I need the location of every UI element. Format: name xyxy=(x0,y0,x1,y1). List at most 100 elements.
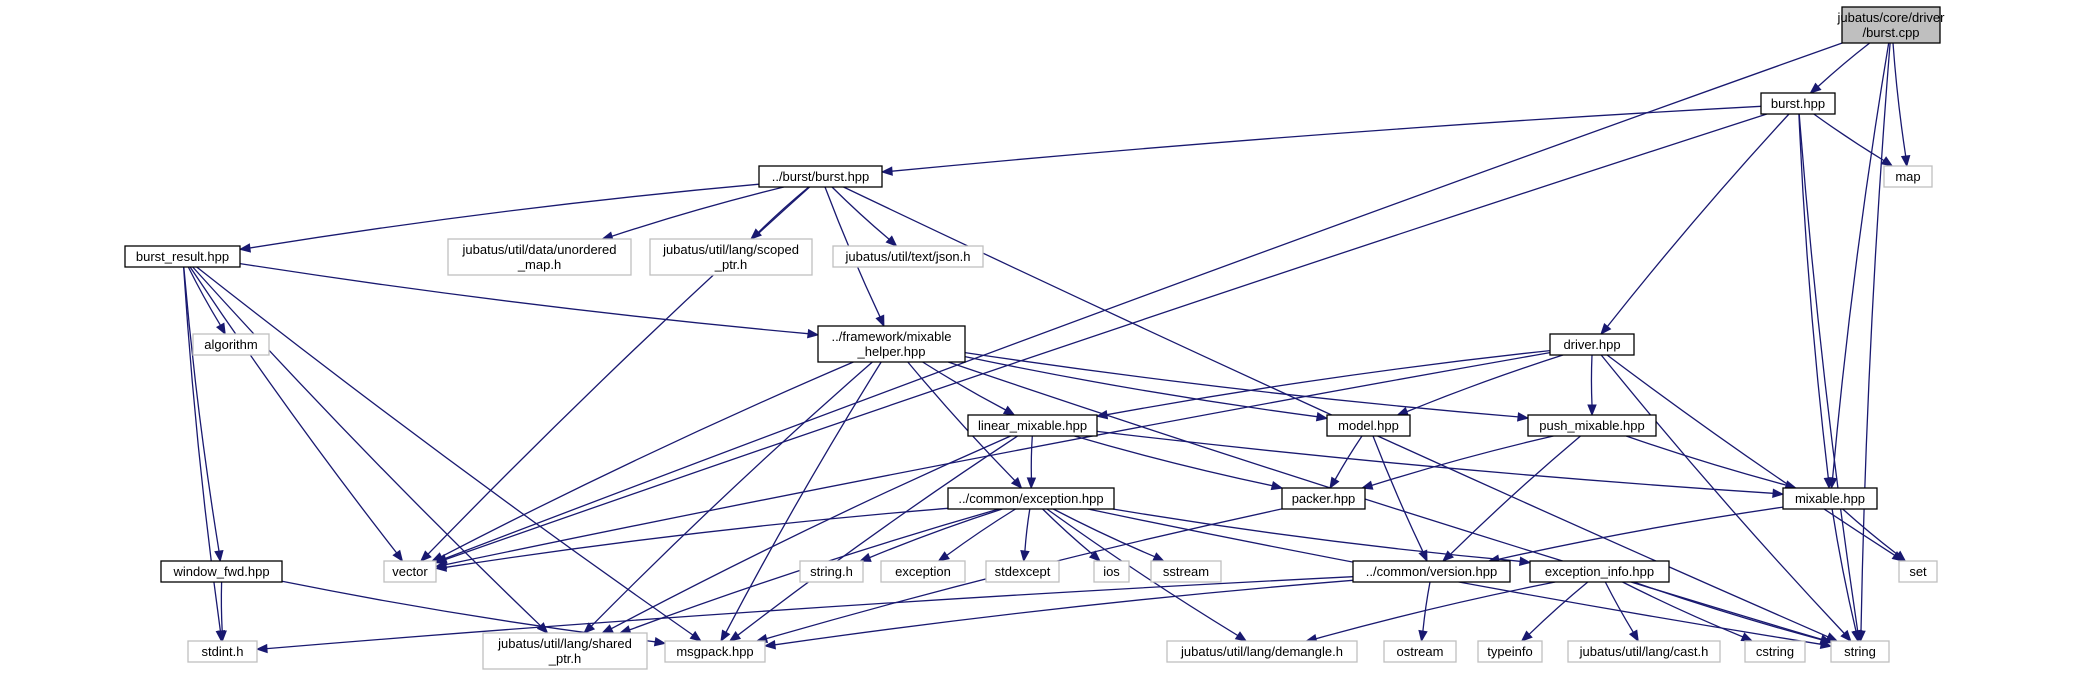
edge-line xyxy=(907,361,1016,482)
node-window-fwd-hpp[interactable]: window_fwd.hpp xyxy=(160,560,283,583)
node-burst-result-hpp[interactable]: burst_result.hpp xyxy=(124,245,241,268)
node-box xyxy=(192,333,270,356)
edge-burst_result_hpp-to-msgpack_hpp xyxy=(196,266,702,642)
edge-driver_hpp-to-linear_mixable_hpp xyxy=(1095,349,1551,420)
edge-exception_info_hpp-to-typeinfo xyxy=(1520,581,1589,642)
edge-arrowhead xyxy=(720,629,731,643)
edge-line xyxy=(220,581,223,632)
edge-arrowhead xyxy=(689,630,702,642)
node-ostream: ostream xyxy=(1383,640,1457,663)
node-label: sstream xyxy=(1163,564,1209,579)
edge-arrowhead xyxy=(1809,82,1822,94)
node-linear-mixable-hpp[interactable]: linear_mixable.hpp xyxy=(967,414,1098,437)
node-label: algorithm xyxy=(204,337,257,352)
edge-arrowhead xyxy=(875,314,885,328)
edge-line xyxy=(427,186,811,555)
edge-burst_hpp-to-burst_burst_hpp xyxy=(880,105,1762,176)
edge-arrowhead xyxy=(858,552,872,562)
edge-burst_result_hpp-to-mixable_helper_hpp xyxy=(239,262,820,339)
node-label: ostream xyxy=(1397,644,1444,659)
node-box xyxy=(1093,560,1130,583)
node-scoped-ptr-h: jubatus/util/lang/scoped_ptr.h xyxy=(649,238,813,276)
edge-arrowhead xyxy=(1628,629,1639,643)
edge-arrowhead xyxy=(1587,404,1597,417)
node-mixable-helper-hpp[interactable]: ../framework/mixable_helper.hpp xyxy=(817,325,966,363)
node-box xyxy=(985,560,1060,583)
edge-line xyxy=(922,361,1007,411)
edge-line xyxy=(445,351,1551,566)
edge-linear_mixable_hpp-to-msgpack_hpp xyxy=(728,435,1019,642)
edge-arrowhead xyxy=(1520,630,1533,642)
edge-layer xyxy=(182,42,1911,654)
node-exception-info-hpp[interactable]: exception_info.hpp xyxy=(1529,560,1670,583)
node-box xyxy=(1549,333,1635,356)
edge-line xyxy=(1600,354,1845,634)
edge-line xyxy=(1498,506,1784,560)
edge-line xyxy=(1112,508,1521,562)
edge-line xyxy=(610,435,1011,630)
node-burst-burst-hpp[interactable]: ../burst/burst.hpp xyxy=(758,165,883,188)
edge-line xyxy=(946,508,1016,556)
node-label: ../burst/burst.hpp xyxy=(772,169,870,184)
node-box xyxy=(1883,165,1933,188)
edge-line xyxy=(189,266,398,554)
edge-line xyxy=(1831,42,1890,479)
edge-version_hpp-to-ostream xyxy=(1418,581,1431,643)
node-version-hpp[interactable]: ../common/version.hpp xyxy=(1352,560,1511,583)
node-label: jubatus/util/lang/demangle.h xyxy=(1180,644,1343,659)
node-label: _ptr.h xyxy=(714,257,748,272)
edge-line xyxy=(1817,42,1871,87)
node-box xyxy=(447,238,632,276)
edge-burst_hpp-to-driver_hpp xyxy=(1600,113,1790,336)
edge-arrowhead xyxy=(885,235,898,247)
edge-arrowhead xyxy=(434,562,447,572)
node-typeinfo: typeinfo xyxy=(1477,640,1543,663)
node-driver-hpp[interactable]: driver.hpp xyxy=(1549,333,1635,356)
edge-burst_cpp-to-burst_hpp xyxy=(1809,42,1871,94)
edge-line xyxy=(891,105,1762,172)
edge-line xyxy=(1860,42,1891,632)
edge-line xyxy=(1625,435,1787,486)
node-mixable-hpp[interactable]: mixable.hpp xyxy=(1782,487,1878,510)
node-stdexcept: stdexcept xyxy=(985,560,1060,583)
edge-exception_info_hpp-to-cast_h xyxy=(1604,581,1639,643)
edge-mixable_helper_hpp-to-msgpack_hpp xyxy=(720,361,882,643)
edge-arrowhead xyxy=(1823,477,1833,490)
edge-exception_info_hpp-to-string xyxy=(1633,581,1833,645)
edge-line xyxy=(774,579,1354,646)
edge-exception_hpp-to-sstream xyxy=(1052,508,1165,562)
edge-exception_hpp-to-exception xyxy=(937,508,1016,562)
edge-arrowhead xyxy=(1772,488,1785,498)
edge-line xyxy=(1798,113,1859,632)
node-label: vector xyxy=(392,564,428,579)
edge-push_mixable_hpp-to-packer_hpp xyxy=(1360,435,1554,490)
edge-line xyxy=(590,361,873,627)
edge-line xyxy=(1030,435,1033,479)
node-model-hpp[interactable]: model.hpp xyxy=(1326,414,1411,437)
node-label: jubatus/util/lang/shared xyxy=(497,636,632,651)
edge-line xyxy=(831,186,890,240)
edge-arrowhead xyxy=(217,630,227,643)
edge-burst_cpp-to-map xyxy=(1892,42,1911,168)
edge-mixable_helper_hpp-to-vector xyxy=(430,361,854,562)
edge-burst_result_hpp-to-algorithm xyxy=(187,266,226,336)
edge-arrowhead xyxy=(937,551,950,562)
edge-arrowhead xyxy=(392,549,404,563)
edge-line xyxy=(239,262,809,335)
edge-line xyxy=(196,266,694,636)
node-burst-cpp[interactable]: jubatus/core/driver/burst.cpp xyxy=(1837,6,1946,44)
node-box xyxy=(1830,640,1890,663)
node-box xyxy=(947,487,1115,510)
node-box xyxy=(1352,560,1511,583)
node-sstream: sstream xyxy=(1150,560,1222,583)
node-label: linear_mixable.hpp xyxy=(978,418,1087,433)
edge-line xyxy=(1106,349,1551,416)
node-burst-hpp[interactable]: burst.hpp xyxy=(1760,92,1836,115)
edge-linear_mixable_hpp-to-exception_hpp xyxy=(1026,435,1037,490)
edge-line xyxy=(249,183,760,249)
edge-arrowhead xyxy=(1900,155,1911,168)
node-packer-hpp[interactable]: packer.hpp xyxy=(1281,487,1366,510)
edge-arrowhead xyxy=(1234,631,1248,642)
node-exception-hpp[interactable]: ../common/exception.hpp xyxy=(947,487,1115,510)
node-push-mixable-hpp[interactable]: push_mixable.hpp xyxy=(1527,414,1657,437)
